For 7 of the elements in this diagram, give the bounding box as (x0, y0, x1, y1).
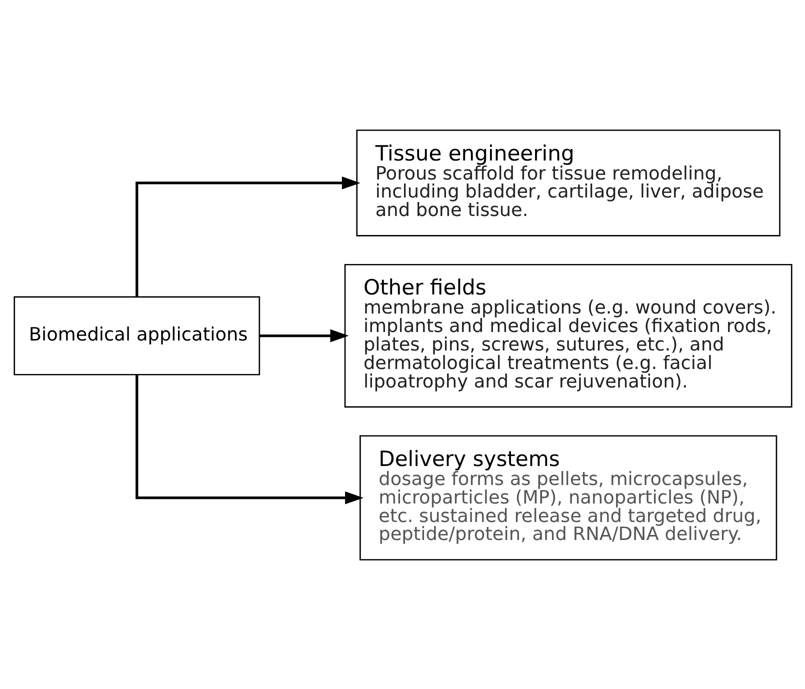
node-box: Biomedical applications (13, 296, 260, 375)
node-box: Delivery systems dosage forms as pellets, microcapsules, microparticles (MP), nanoparticles (NP), etc. sustained release and targeted drug, peptide/protein, and RNA/DNA delivery. (359, 434, 777, 560)
arrow (259, 328, 348, 342)
arrow (135, 374, 364, 504)
node-box: Other fields membrane applications (e.g. wound covers). implants and medical devices (fixation rods, plates, pins, screws, sutures, etc.), and dermatological treatments (e.g. facial lipoatrophy and scar rejuvenation). (344, 263, 792, 408)
arrow (135, 176, 360, 296)
node-box: Tissue engineering Porous scaffold for tissue remodeling, including bladder, cartilage, liver, adipose and bone tissue. (356, 129, 780, 236)
